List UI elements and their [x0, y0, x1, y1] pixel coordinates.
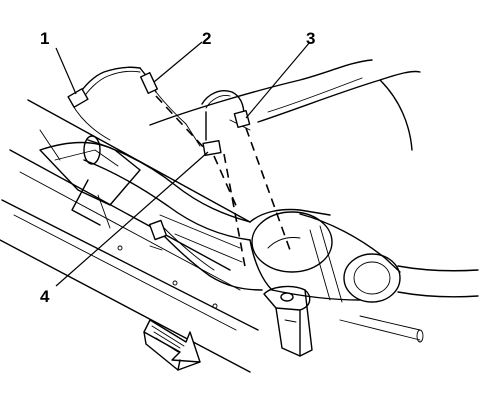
frame-rail: [0, 99, 259, 373]
callout-leaders: [55, 41, 311, 287]
cross-member: [39, 141, 141, 229]
callout-3: 3: [306, 29, 315, 48]
front-of-vehicle-arrow-icon: [143, 319, 201, 371]
callout-2: 2: [202, 29, 211, 48]
callout-1: 1: [40, 29, 49, 48]
oxygen-sensor-connector-2: [139, 67, 207, 151]
harness-clip-4: [185, 123, 247, 273]
wiring-harness-lower: [148, 219, 263, 291]
catalytic-converter: [249, 208, 401, 303]
oxygen-sensor-1: [67, 66, 141, 141]
oxygen-sensor-3: [201, 90, 291, 251]
callout-4: 4: [40, 287, 50, 306]
exhaust-pipe: [83, 135, 251, 263]
hanger-bracket: [263, 285, 313, 357]
floor-panel: [149, 59, 421, 151]
tail-pipe: [339, 265, 479, 343]
